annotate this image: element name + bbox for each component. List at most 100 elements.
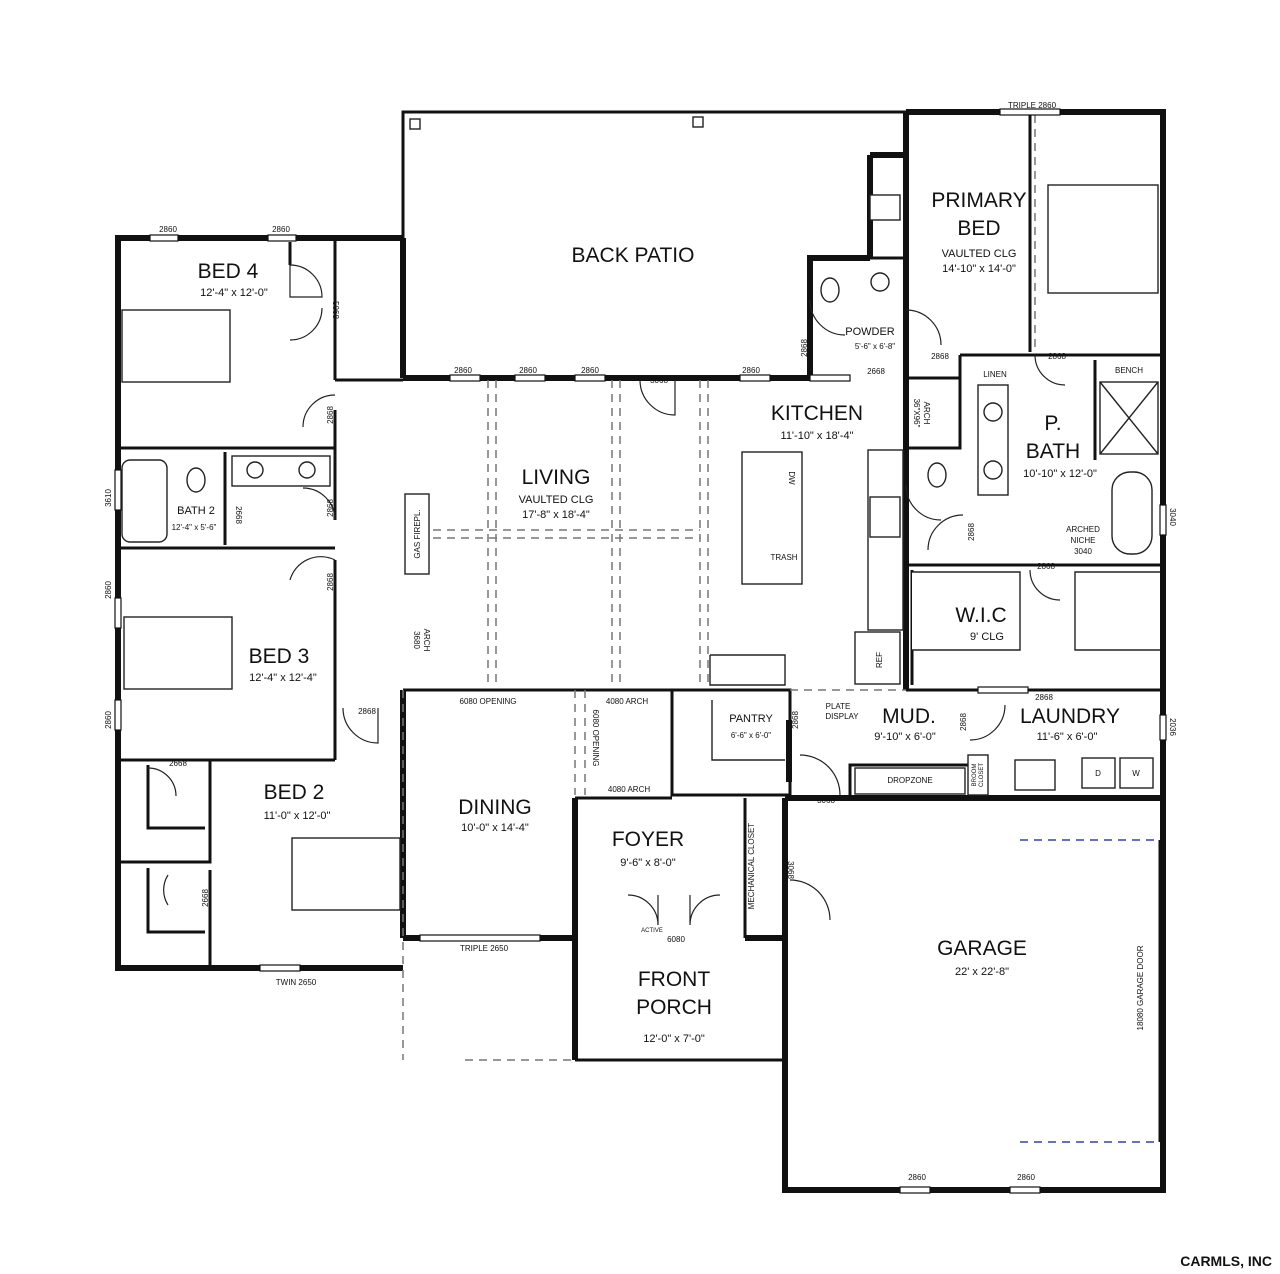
arch-36x96-label-2: ARCH (922, 402, 931, 425)
dryer-label: D (1095, 769, 1101, 778)
living-label: LIVING (522, 466, 591, 489)
bed3-label: BED 3 (249, 645, 310, 668)
window-2860-label: 2860 (1017, 1173, 1035, 1182)
door-2868-label: 2868 (326, 406, 335, 424)
living-dims: 17'-8" x 18'-4" (522, 509, 590, 521)
arched-niche-label-3: 3040 (1074, 547, 1092, 556)
watermark: CARMLS, INC (1180, 1253, 1272, 1269)
door-2868-label: 2868 (931, 352, 949, 361)
doors (147, 264, 1066, 926)
twin-2650-label: TWIN 2650 (276, 978, 317, 987)
arch-4080-label: 4080 ARCH (608, 785, 650, 794)
primary-bed-note: VAULTED CLG (942, 248, 1017, 260)
bath2-label: BATH 2 (177, 505, 215, 517)
bench-label: BENCH (1115, 366, 1143, 375)
windows (114, 108, 1167, 1194)
arch-36x96-label-1: 36"X96" (912, 399, 921, 428)
powder-label: POWDER (845, 326, 895, 338)
laundry-dims: 11'-6" x 6'-0" (1037, 731, 1098, 743)
active-label: ACTIVE (641, 928, 663, 934)
bath2-dims: 12'-4" x 5'-6" (172, 523, 217, 532)
p-bath-dims: 10'-10" x 12'-0" (1023, 468, 1097, 480)
triple-2650-label: TRIPLE 2650 (460, 944, 509, 953)
window-2860-label: 2860 (454, 366, 472, 375)
window-2860-label: 2860 (908, 1173, 926, 1182)
window-2860-label: 2860 (519, 366, 537, 375)
window-3610-label: 3610 (104, 489, 113, 507)
pantry-label: PANTRY (729, 713, 773, 725)
arch-3680-label-1: 3680 (412, 631, 421, 649)
laundry-label: LAUNDRY (1020, 705, 1120, 728)
kitchen-dims: 11'-10" x 18'-4" (781, 430, 854, 442)
plate-display-label-1: PLATE (826, 702, 851, 711)
bed2-label: BED 2 (264, 781, 325, 804)
bed4-dims: 12'-4" x 12'-0" (200, 287, 268, 299)
door-2868-label: 2868 (326, 573, 335, 591)
door-2668-label: 2668 (234, 506, 243, 524)
dw-label: DW (787, 471, 796, 485)
foyer-label: FOYER (612, 828, 684, 851)
front-porch-dims: 12'-0" x 7'-0" (643, 1033, 705, 1045)
front-porch-label-2: PORCH (636, 996, 712, 1019)
garage-door-label: 18080 GARAGE DOOR (1136, 945, 1145, 1030)
wic-label: W.I.C (955, 604, 1006, 627)
window-3040-label: 3040 (1168, 508, 1177, 526)
powder-dims: 5'-6" x 6'-8" (855, 342, 895, 351)
primary-bed-label-1: PRIMARY (931, 189, 1026, 212)
dining-dims: 10'-0" x 14'-4" (461, 822, 529, 834)
window-2860-label: 2860 (742, 366, 760, 375)
living-note: VAULTED CLG (519, 494, 594, 506)
door-2868-label: 2868 (800, 339, 809, 357)
door-2668-label: 2668 (169, 759, 187, 768)
bed2-dims: 11'-0" x 12'-0" (264, 810, 331, 822)
primary-bed-dims: 14'-10" x 14'-0" (942, 263, 1016, 275)
back-patio-label: BACK PATIO (572, 244, 695, 267)
door-2868-label: 2868 (1035, 693, 1053, 702)
triple-2860-label: TRIPLE 2860 (1008, 101, 1057, 110)
door-2868-label: 2868 (326, 499, 335, 517)
opening-6080-label: 6080 OPENING (460, 697, 517, 706)
door-2868-label: 2868 (967, 523, 976, 541)
door-3068-label: 3068 (786, 861, 795, 879)
p-bath-label-1: P. (1044, 412, 1061, 435)
primary-bed-label-2: BED (957, 217, 1000, 240)
broom-closet-label-1: BROOM (972, 764, 978, 787)
mud-dims: 9'-10" x 6'-0" (874, 731, 936, 743)
mud-label: MUD. (882, 705, 936, 728)
dining-label: DINING (458, 796, 532, 819)
bed4-label: BED 4 (198, 260, 259, 283)
bed3-dims: 12'-4" x 12'-4" (249, 672, 317, 684)
arch-4080-label: 4080 ARCH (606, 697, 648, 706)
dashed-beams (402, 115, 1036, 1061)
foyer-dims: 9'-6" x 8'-0" (620, 857, 676, 869)
washer-label: W (1132, 769, 1140, 778)
linen-label: LINEN (983, 370, 1007, 379)
p-bath-label-2: BATH (1026, 440, 1080, 463)
door-2668-label: 2668 (201, 889, 210, 907)
arched-niche-label-2: NICHE (1071, 536, 1096, 545)
door-2868-label: 2868 (1037, 562, 1055, 571)
front-porch-label-1: FRONT (638, 968, 710, 991)
mechanical-closet-label: MECHANICAL CLOSET (747, 823, 756, 910)
arched-niche-label-1: ARCHED (1066, 525, 1100, 534)
door-2868-label: 2868 (959, 713, 968, 731)
ref-label: REF (875, 652, 884, 668)
kitchen-label: KITCHEN (771, 402, 863, 425)
door-6080-label: 6080 (667, 935, 685, 944)
trash-label: TRASH (770, 553, 797, 562)
window-2860-label: 2860 (581, 366, 599, 375)
opening-6080-label: 6080 OPENING (591, 710, 600, 767)
wic-note: 9' CLG (970, 631, 1004, 643)
garage-door (1020, 839, 1162, 1143)
door-3068-label: 3068 (650, 376, 668, 385)
door-2868-label: 2868 (358, 707, 376, 716)
gas-fireplace-label: GAS FIREPL. (413, 509, 422, 558)
door-3068-label: 3068 (817, 796, 835, 805)
door-2868-label: 2868 (1048, 352, 1066, 361)
window-2036-label: 2036 (1168, 718, 1177, 736)
window-2860-label: 2860 (104, 581, 113, 599)
window-2860-label: 2860 (104, 711, 113, 729)
door-2668-label: 2668 (867, 367, 885, 376)
broom-closet-label-2: CLOSET (979, 763, 985, 787)
